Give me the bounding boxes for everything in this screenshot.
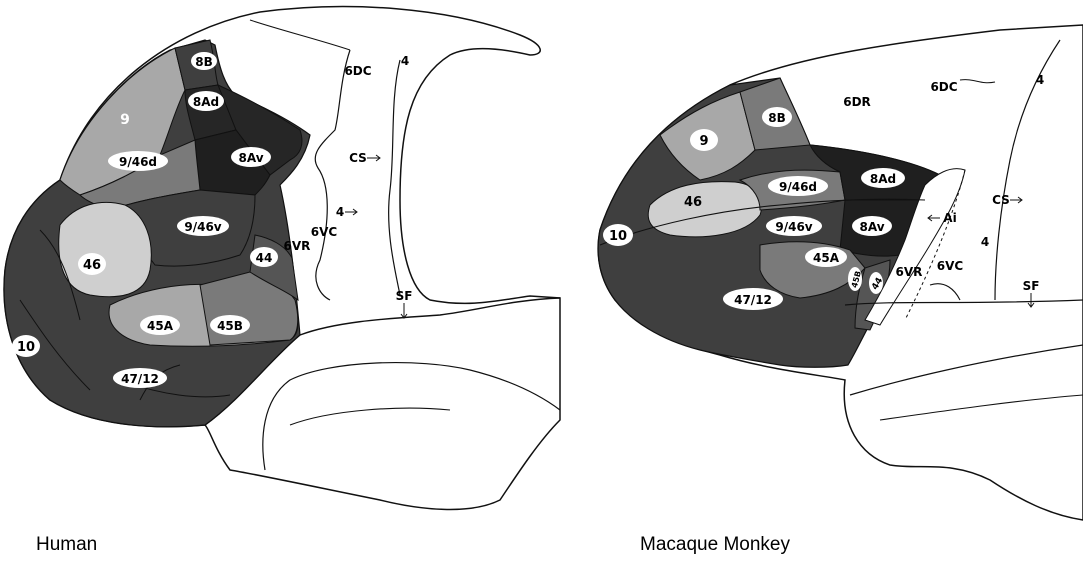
human-caption: Human — [36, 534, 97, 556]
human-label-47-12: 47/12 — [121, 372, 159, 386]
macaque-label-8Ad: 8Ad — [870, 172, 896, 186]
macaque-label-6VC: 6VC — [937, 259, 964, 273]
human-label-45A: 45A — [147, 319, 174, 333]
macaque-label-8B: 8B — [768, 111, 786, 125]
macaque-brain: 9 8B 6DR 6DC 4 9/46d 8Ad 46 10 9/46v 8Av… — [598, 25, 1083, 520]
macaque-label-9: 9 — [699, 134, 708, 149]
macaque-label-46: 46 — [684, 195, 702, 210]
macaque-label-8Av: 8Av — [859, 220, 884, 234]
human-label-8Av: 8Av — [238, 151, 263, 165]
human-label-8Ad: 8Ad — [193, 95, 219, 109]
macaque-label-9-46d: 9/46d — [779, 180, 817, 194]
macaque-label-6DC: 6DC — [930, 80, 957, 94]
human-label-6VC: 6VC — [311, 225, 338, 239]
macaque-label-6VR: 6VR — [896, 265, 923, 279]
macaque-label-CS: CS — [992, 193, 1010, 207]
human-label-46: 46 — [83, 258, 101, 273]
human-label-9-46d: 9/46d — [119, 155, 157, 169]
macaque-label-47-12: 47/12 — [734, 293, 772, 307]
human-label-SF: SF — [396, 289, 413, 303]
human-label-9: 9 — [120, 112, 130, 128]
human-label-6DC: 6DC — [344, 64, 371, 78]
macaque-caption: Macaque Monkey — [640, 534, 790, 556]
macaque-label-10: 10 — [609, 229, 627, 244]
human-label-CS: CS — [349, 151, 367, 165]
human-label-6VR: 6VR — [284, 239, 311, 253]
human-label-6DR: 6DR — [286, 96, 314, 110]
human-label-10: 10 — [17, 340, 35, 355]
macaque-label-9-46v: 9/46v — [775, 220, 812, 234]
human-label-44: 44 — [256, 251, 273, 265]
human-label-9-46v: 9/46v — [184, 220, 221, 234]
macaque-label-4-mid: 4 — [981, 235, 989, 249]
human-label-8B: 8B — [195, 55, 213, 69]
human-label-4-top: 4 — [401, 54, 409, 68]
macaque-label-45A: 45A — [813, 251, 840, 265]
macaque-label-6DR: 6DR — [843, 95, 871, 109]
human-brain: 8B 8Ad 9 9/46d 8Av 9/46v 46 10 45A 45B 4… — [4, 7, 560, 510]
macaque-label-4-top: 4 — [1036, 73, 1044, 87]
human-label-45B: 45B — [217, 319, 243, 333]
human-label-4-mid: 4 — [336, 205, 344, 219]
macaque-label-Ai: Ai — [943, 211, 956, 225]
macaque-label-SF: SF — [1023, 279, 1040, 293]
